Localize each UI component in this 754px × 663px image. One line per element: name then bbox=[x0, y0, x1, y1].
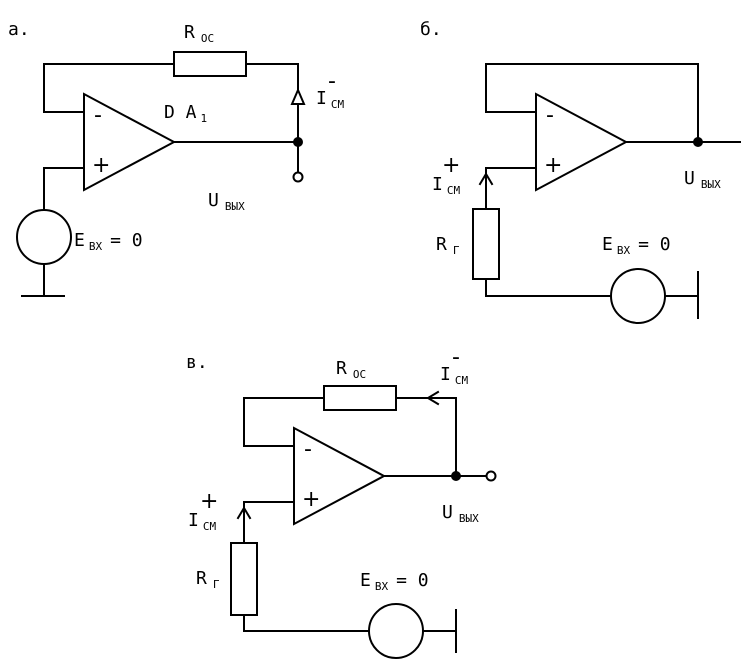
opamp-plus: + bbox=[544, 153, 562, 178]
output-node bbox=[451, 471, 461, 481]
source-wire bbox=[243, 614, 370, 632]
opamp-plus: + bbox=[92, 153, 110, 178]
bias-current-sign: + bbox=[442, 153, 460, 178]
bias-current-in-sign: + bbox=[200, 489, 218, 514]
source-wire bbox=[485, 278, 611, 297]
bias-current-arrow bbox=[290, 87, 306, 105]
output-node bbox=[693, 137, 703, 147]
output-terminal bbox=[292, 171, 304, 183]
feedback-wire-right bbox=[245, 63, 299, 143]
feedback-wire-left bbox=[43, 63, 175, 113]
voltage-source bbox=[610, 268, 666, 324]
source-resistor bbox=[472, 208, 500, 280]
opamp-minus: - bbox=[546, 103, 554, 128]
bias-current-fb-arrow bbox=[426, 390, 440, 406]
feedback-wire-right bbox=[395, 397, 457, 477]
panel-b-label: б. bbox=[420, 19, 442, 40]
panel-c-label: в. bbox=[186, 352, 208, 373]
opamp-triangle bbox=[83, 92, 177, 192]
bias-current-arrow bbox=[478, 172, 494, 186]
opamp-triangle bbox=[293, 426, 387, 526]
bias-current-fb-sign: - bbox=[452, 345, 460, 370]
panel-a-label: а. bbox=[8, 19, 30, 40]
opamp-plus: + bbox=[302, 487, 320, 512]
opamp-minus: - bbox=[304, 437, 312, 462]
input-wire bbox=[485, 167, 537, 210]
voltage-source bbox=[368, 603, 424, 659]
opamp-minus: - bbox=[94, 103, 102, 128]
source-resistor bbox=[230, 542, 258, 616]
input-wire bbox=[43, 167, 85, 211]
bias-current-in-arrow bbox=[236, 506, 252, 520]
feedback-wire-left bbox=[243, 397, 325, 447]
feedback-resistor bbox=[173, 51, 247, 77]
feedback-resistor bbox=[323, 385, 397, 411]
bias-current-sign: - bbox=[328, 69, 336, 94]
input-wire bbox=[243, 501, 295, 544]
voltage-source bbox=[16, 209, 72, 265]
output-terminal bbox=[485, 470, 497, 482]
opamp-triangle bbox=[535, 92, 629, 192]
feedback-wire bbox=[485, 63, 699, 143]
